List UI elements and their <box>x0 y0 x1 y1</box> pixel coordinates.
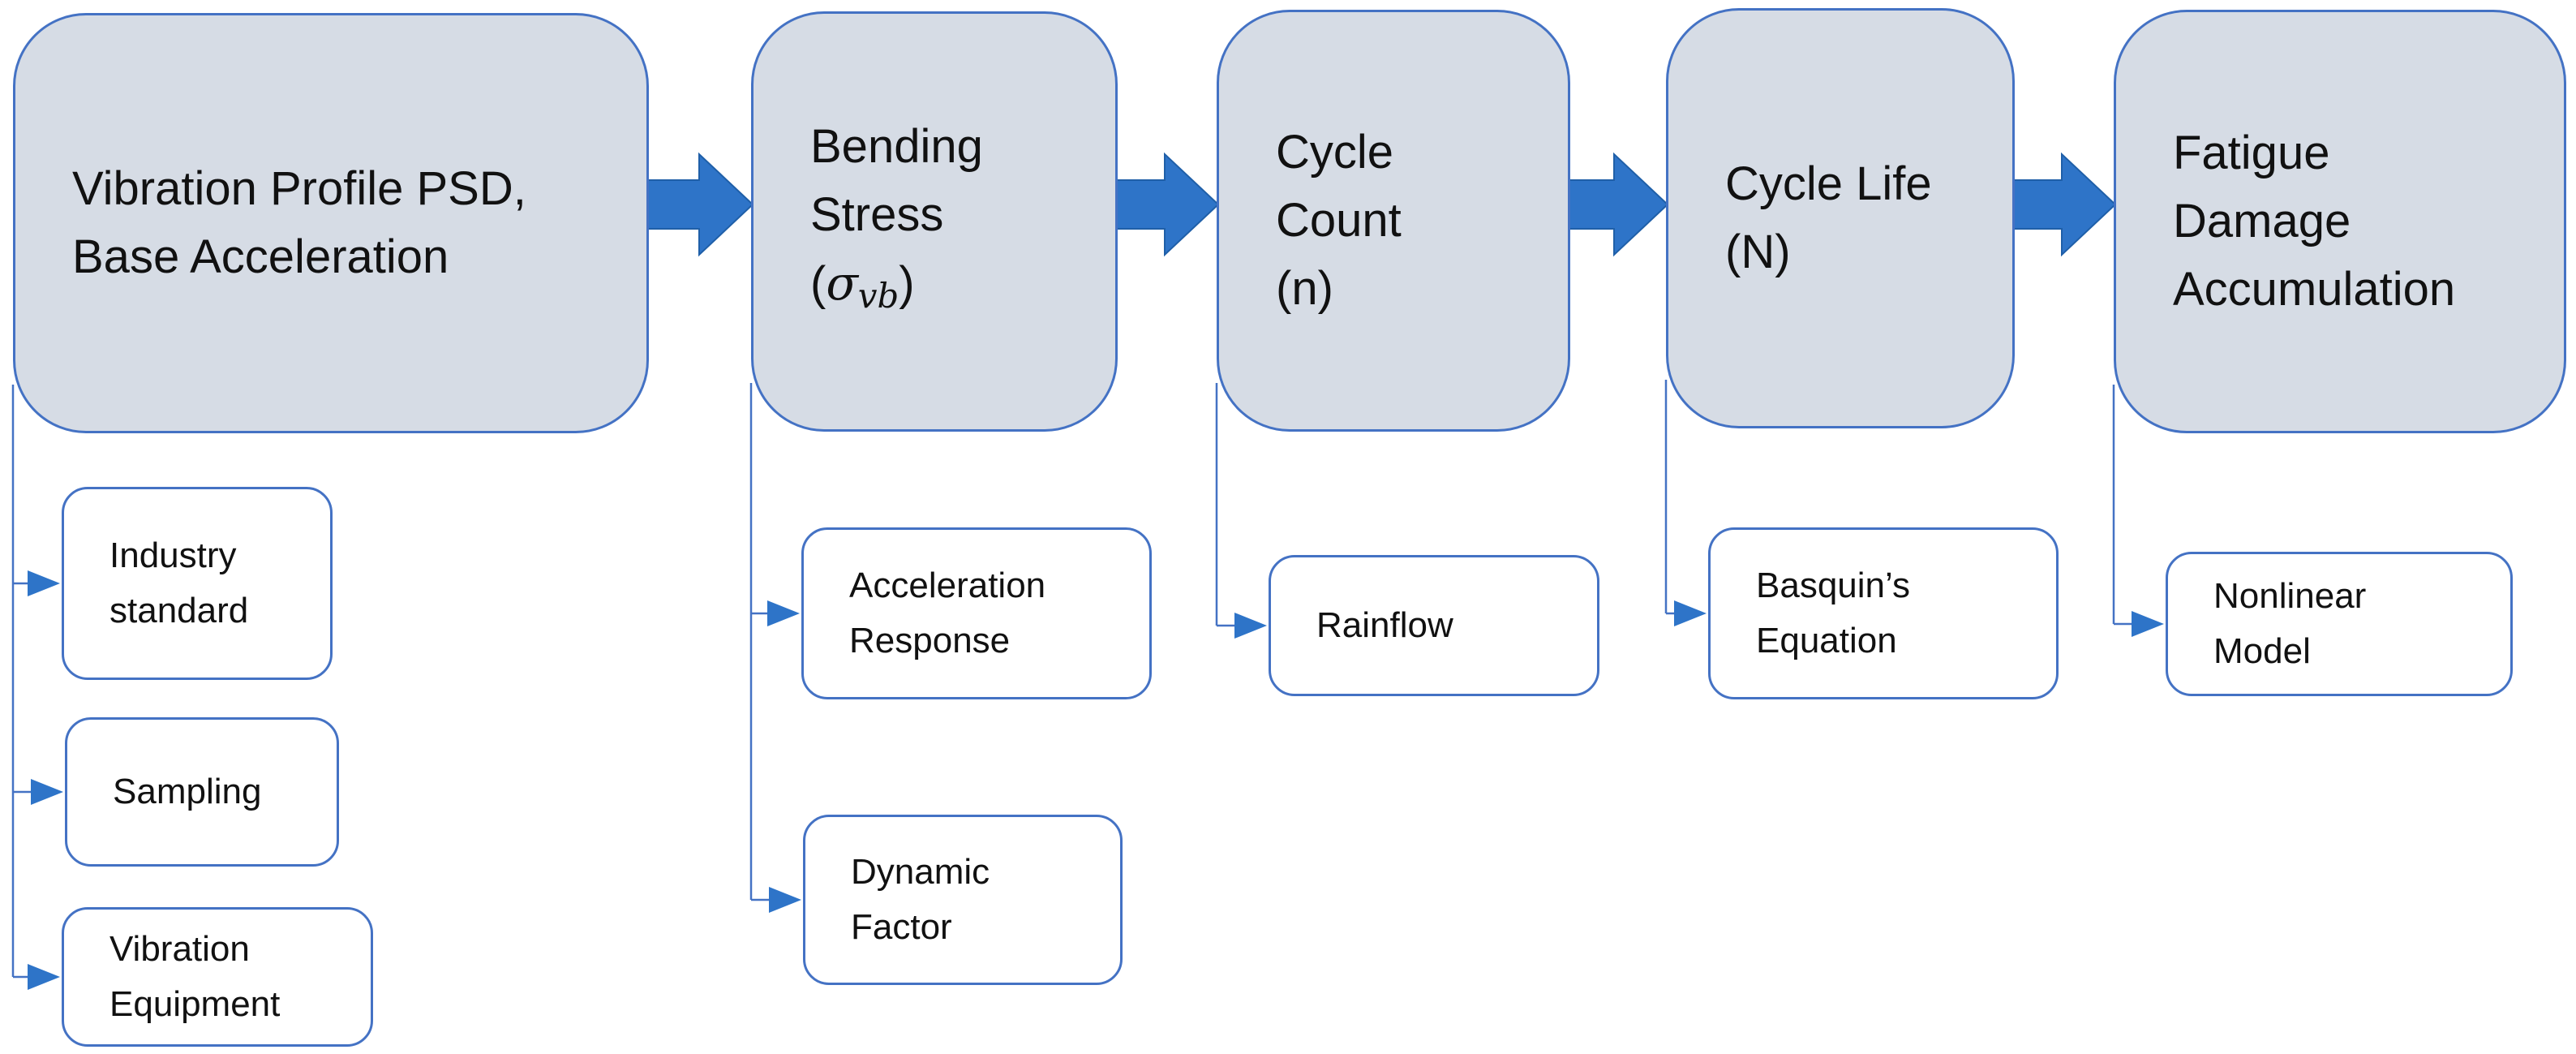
method-box-dynamic-factor: Dynamic Factor <box>803 815 1123 985</box>
method-box-industry-standard: Industry standard <box>62 487 333 680</box>
branch-arrowhead <box>1234 613 1267 639</box>
flow-arrow <box>646 152 754 257</box>
stage-box-fatigue-damage: Fatigue Damage Accumulation <box>2114 10 2566 433</box>
method-box-basquins-equation: Basquin’s Equation <box>1708 527 2059 699</box>
stage-label: Vibration Profile PSD, Base Acceleration <box>72 162 526 283</box>
branch-arrowhead <box>767 600 800 626</box>
flow-arrow <box>1115 152 1220 257</box>
method-box-rainflow: Rainflow <box>1269 555 1599 696</box>
branch-arrowhead <box>28 570 60 596</box>
method-box-acceleration-response: Acceleration Response <box>801 527 1152 699</box>
branch-arrowhead <box>28 964 60 990</box>
branch-arrowhead <box>769 887 801 913</box>
stress-symbol: (σvb) <box>810 255 915 316</box>
branch-arrowhead <box>31 779 63 805</box>
flow-arrow <box>1568 152 1669 257</box>
stage-label: Cycle Count (n) <box>1276 126 1402 315</box>
method-box-nonlinear-model: Nonlinear Model <box>2166 552 2513 696</box>
stage-label: Bending Stress (σvb) <box>810 113 1099 330</box>
method-box-vibration-equipment: Vibration Equipment <box>62 907 373 1047</box>
stage-box-bending-stress: Bending Stress (σvb) <box>751 11 1118 432</box>
method-box-sampling: Sampling <box>65 717 339 867</box>
stage-box-cycle-life: Cycle Life (N) <box>1666 8 2015 428</box>
stage-box-cycle-count: Cycle Count (n) <box>1217 10 1570 432</box>
stage-box-vibration-profile: Vibration Profile PSD, Base Acceleration <box>13 13 649 433</box>
branch-arrowhead <box>1674 600 1707 626</box>
branch-arrowhead <box>2132 611 2164 637</box>
stage-label: Fatigue Damage Accumulation <box>2173 127 2456 316</box>
stage-label: Cycle Life (N) <box>1725 157 1932 278</box>
flow-arrow <box>2012 152 2117 257</box>
